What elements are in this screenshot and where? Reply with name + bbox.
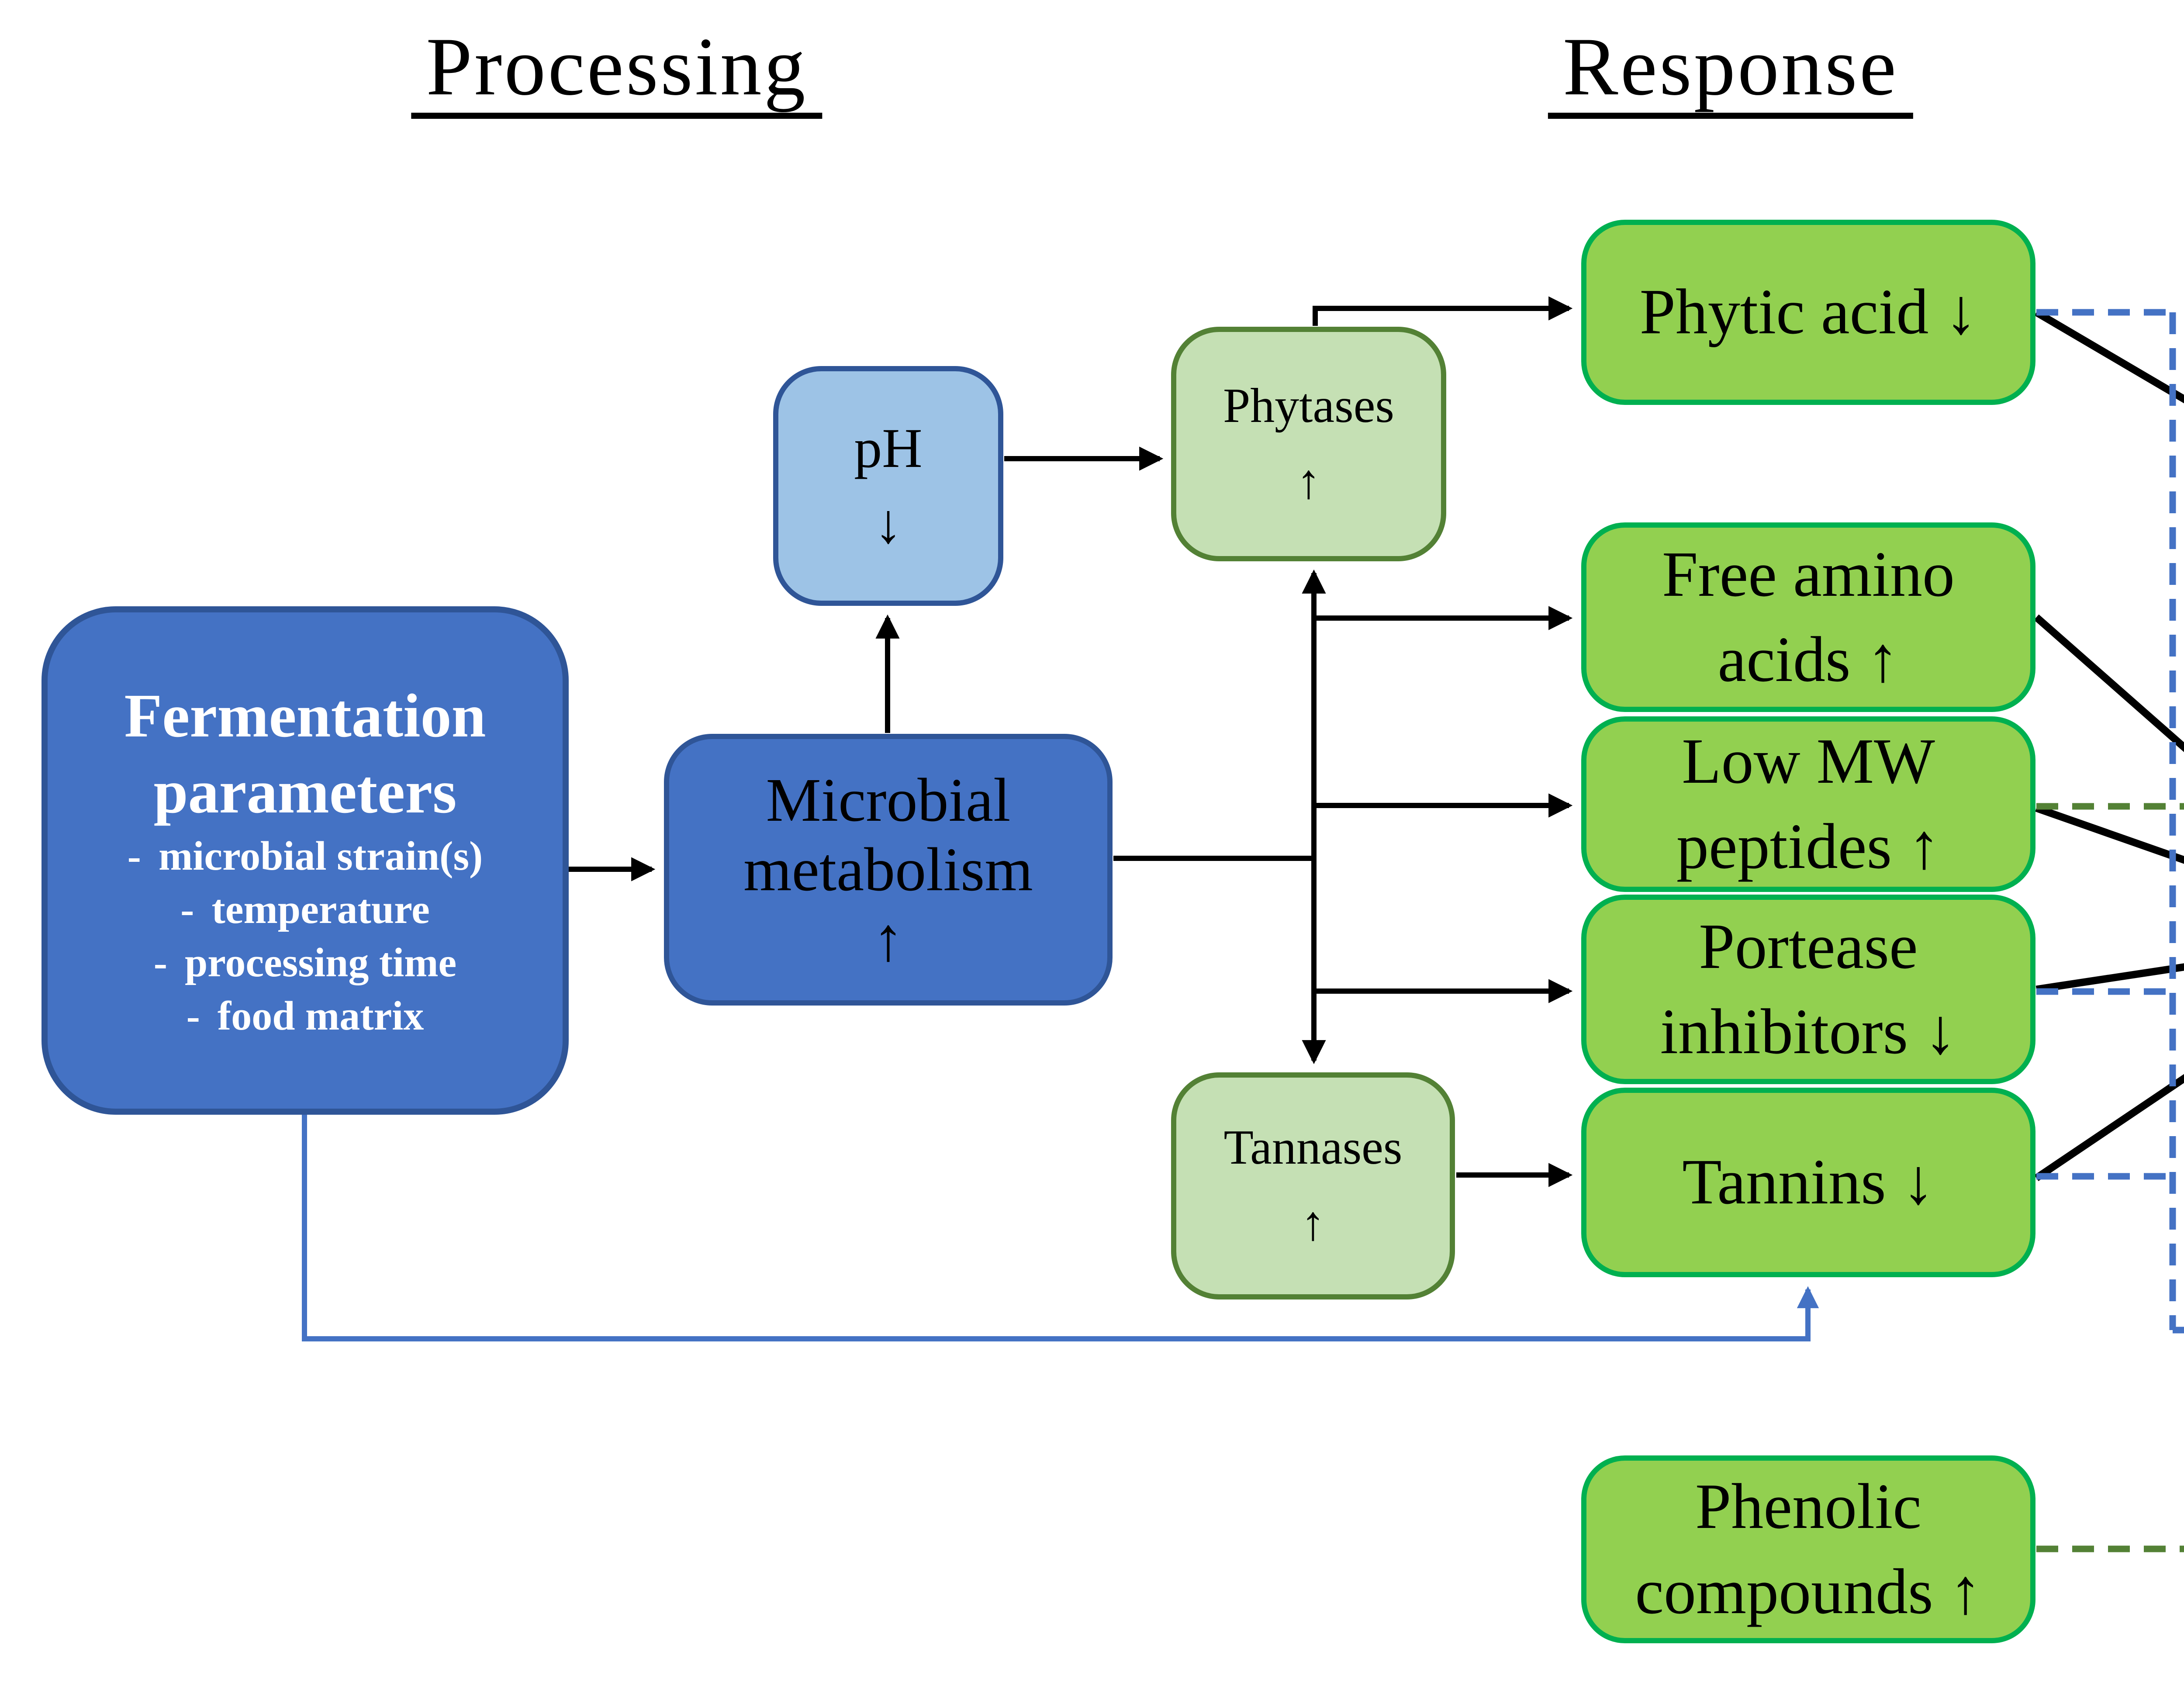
node-phytic-acid: Phytic acid ↓ [1581, 220, 2035, 405]
green-dashed-connectors [2036, 803, 2184, 1552]
feedback-ferm-to-tannins [302, 1115, 1819, 1341]
node-low-mw-peptides: Low MW peptides ↑ [1581, 716, 2035, 892]
fermentation-item-label: food matrix [217, 993, 424, 1039]
up-arrow-icon: ↑ [1296, 454, 1321, 509]
node-microbial-metabolism: Microbial metabolism ↑ [664, 734, 1113, 1006]
fermentation-item: - processing time [154, 936, 457, 989]
down-arrow-icon: ↓ [874, 492, 902, 555]
line-portease-to-protein [2035, 963, 2184, 993]
black-outcome-lines [2034, 309, 2184, 1182]
phytases-label: Phytases [1223, 378, 1394, 433]
free-amino-line1: Free amino [1662, 538, 1955, 610]
fermentation-item: - microbial strain(s) [128, 829, 483, 883]
portease-line1: Portease [1699, 910, 1918, 982]
ph-label: pH [854, 417, 923, 479]
fermentation-item-label: microbial strain(s) [158, 833, 483, 879]
node-tannases: Tannases ↑ [1171, 1072, 1455, 1299]
phenolic-line2: compounds ↑ [1635, 1556, 1982, 1628]
node-tannins: Tannins ↓ [1581, 1088, 2035, 1277]
column-title-response: Response [1548, 25, 1914, 119]
line-free-amino-to-protein [2034, 614, 2184, 752]
column-title-processing: Processing [411, 25, 822, 119]
microbial-label-line2: metabolism [743, 835, 1033, 904]
fermentation-item: - temperature [180, 883, 430, 936]
line-tannins-to-protein [2034, 1074, 2184, 1182]
free-amino-line2: acids ↑ [1717, 624, 1899, 695]
fermentation-title: Fermentation parameters [124, 681, 486, 826]
fermentation-item-label: temperature [211, 887, 430, 933]
line-phytic-to-mineral [2034, 309, 2184, 404]
node-free-amino-acids: Free amino acids ↑ [1581, 522, 2035, 712]
low-mw-line1: Low MW [1682, 725, 1935, 797]
phytic-acid-label: Phytic acid ↓ [1639, 276, 1977, 348]
node-phytases: Phytases ↑ [1171, 327, 1446, 561]
connector-phytases-to-phytic [1313, 296, 1573, 326]
bullet: - [186, 993, 200, 1039]
fermentation-item: - food matrix [187, 989, 424, 1043]
bullet: - [127, 833, 141, 879]
bullet: - [180, 887, 194, 933]
tannins-label: Tannins ↓ [1682, 1146, 1935, 1218]
line-low-mw-to-protein [2035, 804, 2184, 864]
fermentation-item-label: processing time [185, 940, 457, 986]
node-fermentation-parameters: Fermentation parameters - microbial stra… [41, 606, 569, 1115]
phenolic-line1: Phenolic [1695, 1470, 1921, 1542]
node-ph: pH ↓ [773, 366, 1003, 606]
tannases-label: Tannases [1223, 1120, 1403, 1175]
portease-line2: inhibitors ↓ [1660, 996, 1957, 1068]
node-phenolic-compounds: Phenolic compounds ↑ [1581, 1455, 2035, 1643]
up-arrow-icon: ↑ [873, 904, 904, 974]
node-portease-inhibitors: Portease inhibitors ↓ [1581, 895, 2035, 1084]
microbial-label-line1: Microbial [766, 765, 1011, 835]
low-mw-line2: peptides ↑ [1676, 811, 1941, 882]
up-arrow-icon: ↑ [1301, 1196, 1325, 1251]
black-connectors [569, 296, 1573, 1187]
blue-dashed-connectors [2036, 309, 2176, 1330]
bullet: - [153, 940, 168, 986]
